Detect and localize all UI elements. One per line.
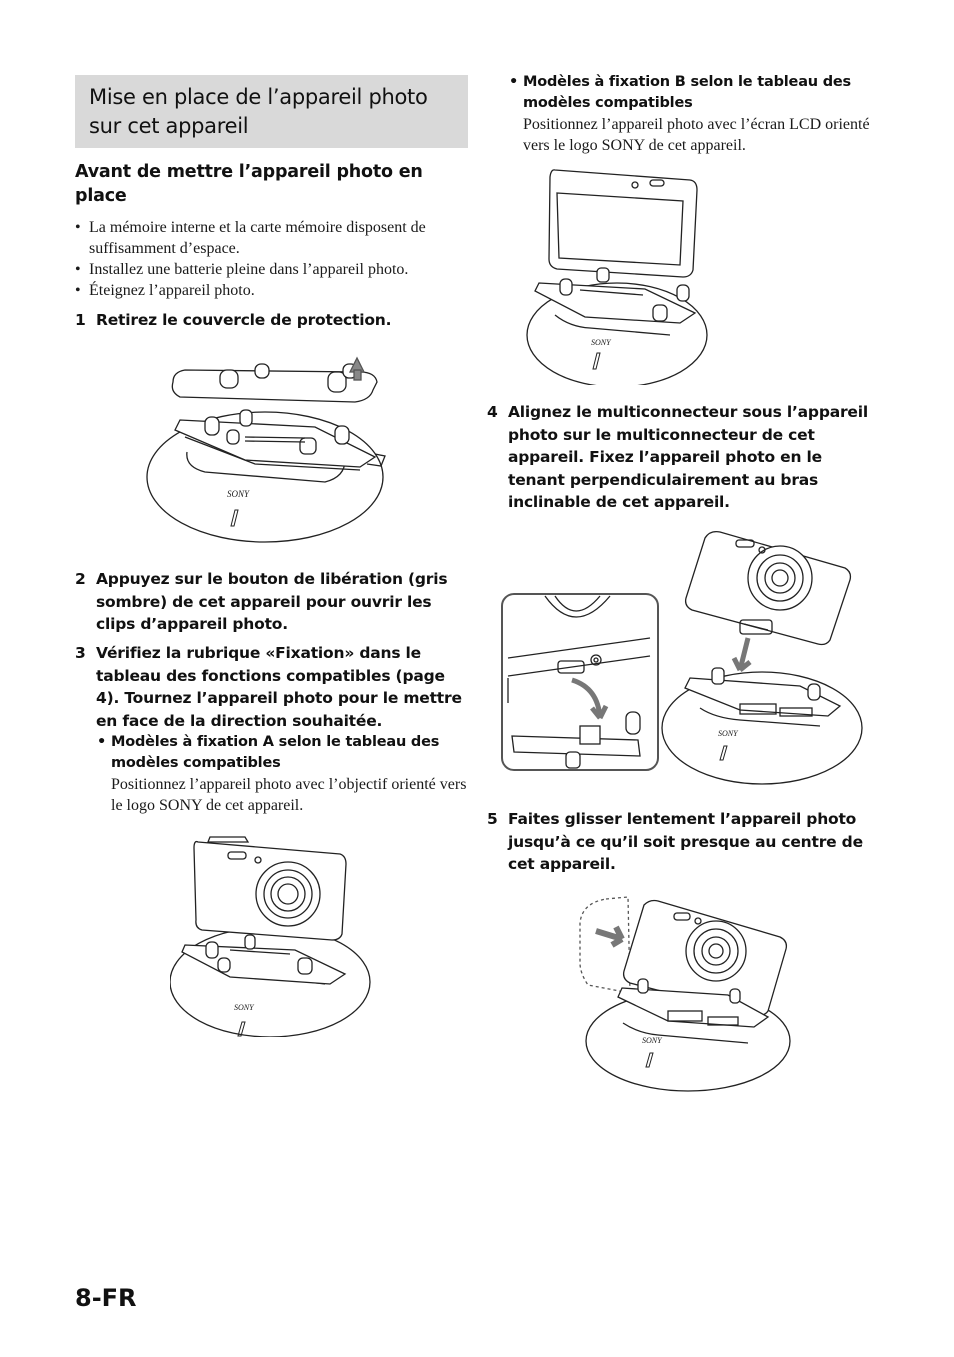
sony-logo-text: SONY xyxy=(591,338,612,347)
mount-b-heading: • Modèles à fixation B selon le tableau … xyxy=(509,74,851,111)
sony-logo-text: SONY xyxy=(642,1036,663,1045)
step-5: 5 Faites glisser lentement l’appareil ph… xyxy=(487,808,882,876)
step-number: 1 xyxy=(75,311,86,329)
mount-a-text: Positionnez l’appareil photo avec l’obje… xyxy=(111,776,467,814)
step-number: 2 xyxy=(75,570,86,588)
list-item: Installez une batterie pleine dans l’app… xyxy=(75,259,470,280)
figure-mount-a: SONY xyxy=(170,832,375,1037)
section-title: Mise en place de l’appareil photo sur ce… xyxy=(89,85,428,138)
figure-mount-b: SONY xyxy=(525,165,715,385)
step-text: Appuyez sur le bouton de libération (gri… xyxy=(96,570,448,633)
list-item: Éteignez l’appareil photo. xyxy=(75,280,470,301)
list-item: La mémoire interne et la carte mémoire d… xyxy=(75,217,470,259)
step-text: Retirez le couvercle de protection. xyxy=(96,311,392,329)
section-title-box: Mise en place de l’appareil photo sur ce… xyxy=(75,75,468,148)
sony-logo-text: SONY xyxy=(234,1003,255,1012)
prerequisite-list: La mémoire interne et la carte mémoire d… xyxy=(75,217,470,301)
sony-logo-text: SONY xyxy=(718,729,739,738)
step-number: 5 xyxy=(487,810,498,828)
step-text: Faites glisser lentement l’appareil phot… xyxy=(508,810,863,873)
mount-a-heading: • Modèles à fixation A selon le tableau … xyxy=(97,734,440,771)
subsection-title: Avant de mettre l’appareil photo en plac… xyxy=(75,162,423,206)
step-1: 1 Retirez le couvercle de protection. xyxy=(75,309,470,332)
page-number: 8-FR xyxy=(75,1284,137,1312)
figure-slide-camera: SONY xyxy=(578,893,793,1093)
step-3: 3 Vérifiez la rubrique «Fixation» dans l… xyxy=(75,642,470,732)
step-number: 4 xyxy=(487,403,498,421)
figure-align-connector: SONY xyxy=(500,528,865,788)
figure-remove-cover: SONY xyxy=(145,342,395,547)
step-text: Alignez le multiconnecteur sous l’appare… xyxy=(508,403,868,511)
sony-logo-text: SONY xyxy=(227,489,250,499)
step-text: Vérifiez la rubrique «Fixation» dans le … xyxy=(96,644,462,730)
mount-b-text: Positionnez l’appareil photo avec l’écra… xyxy=(523,116,870,154)
step-2: 2 Appuyez sur le bouton de libération (g… xyxy=(75,568,470,636)
step-4: 4 Alignez le multiconnecteur sous l’appa… xyxy=(487,401,882,514)
step-number: 3 xyxy=(75,644,86,662)
